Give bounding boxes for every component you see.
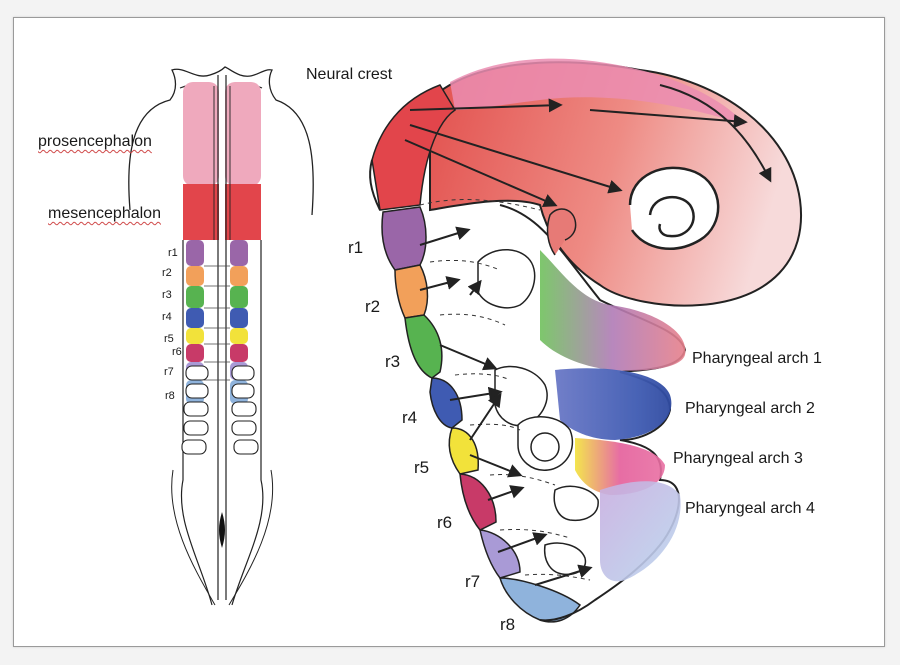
- label-prosencephalon: prosencephalon: [38, 133, 152, 150]
- label-left-r6: r6: [172, 346, 182, 358]
- label-left-r2: r2: [162, 267, 172, 279]
- label-pharyngeal-arch-2: Pharyngeal arch 2: [685, 400, 815, 417]
- neural-tube-dorsal-view: [128, 66, 314, 606]
- pharyngeal-arch-1-fill: [540, 250, 686, 371]
- left-mesencephalon-segment-a: [183, 184, 219, 240]
- label-left-r5: r5: [164, 333, 174, 345]
- pharyngeal-arch-3-fill: [575, 438, 665, 495]
- mesencephalon-neural-tube: [371, 84, 457, 211]
- otic-structures: [477, 249, 599, 576]
- label-left-r4: r4: [162, 311, 172, 323]
- label-pharyngeal-arch-1: Pharyngeal arch 1: [692, 350, 822, 367]
- optic-vesicle: [628, 166, 720, 250]
- label-right-r3: r3: [385, 352, 401, 371]
- embryo-outline: [128, 66, 314, 216]
- label-right-r5: r5: [414, 458, 430, 477]
- migration-arrows: [404, 84, 772, 586]
- label-neural-crest: Neural crest: [306, 66, 393, 83]
- left-prosencephalon-segment-a: [183, 82, 219, 186]
- label-right-r7: r7: [465, 572, 481, 591]
- label-right-r1: r1: [348, 238, 364, 257]
- label-right-r4: r4: [402, 408, 418, 427]
- embryo-lateral-view: [369, 58, 803, 623]
- label-left-r8: r8: [165, 390, 175, 402]
- label-left-r1: r1: [168, 247, 178, 259]
- label-right-r6: r6: [437, 513, 453, 532]
- label-left-r7: r7: [164, 366, 174, 378]
- label-pharyngeal-arch-4: Pharyngeal arch 4: [685, 500, 815, 517]
- label-pharyngeal-arch-3: Pharyngeal arch 3: [673, 450, 803, 467]
- label-right-r8: r8: [500, 615, 516, 634]
- pharyngeal-arch-2-fill: [555, 368, 672, 440]
- label-right-r2: r2: [365, 297, 381, 316]
- left-prosencephalon-segment-b: [225, 82, 261, 186]
- pharyngeal-arch-4-fill: [600, 481, 681, 582]
- label-left-r3: r3: [162, 289, 172, 301]
- lateral-rhombomeres: [381, 206, 582, 623]
- left-mesencephalon-segment-b: [225, 184, 261, 240]
- somites: [181, 365, 259, 455]
- label-mesencephalon: mesencephalon: [48, 205, 161, 222]
